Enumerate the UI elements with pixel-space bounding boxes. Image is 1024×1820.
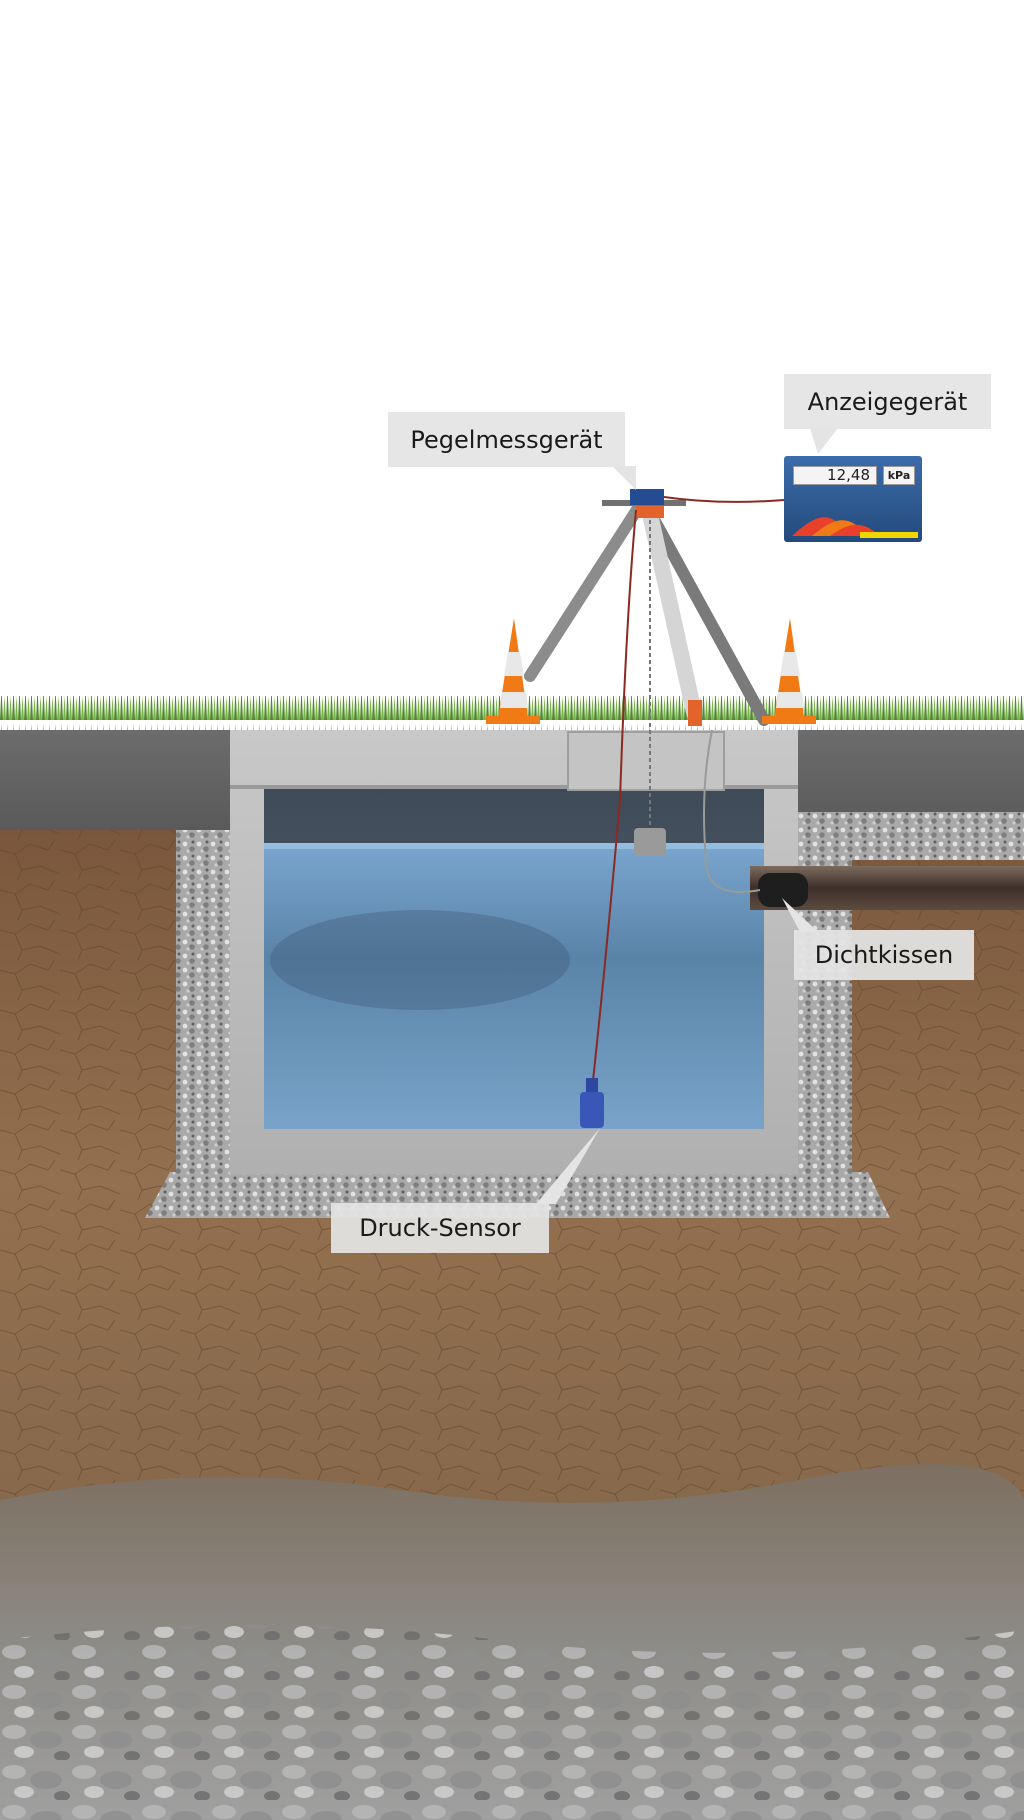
display-unit-label: kPa [883,466,915,485]
plumb-weight [634,828,666,856]
tripod-leg-front [640,497,702,720]
tripod-leg-right [640,499,770,726]
cushion-hose [703,729,761,893]
shaft-opening [567,731,725,791]
pressure-sensor [580,1092,604,1128]
seal-cushion [758,873,808,907]
label-pressure-sensor: Druck-Sensor [331,1203,549,1253]
sensor-cable [591,509,637,1091]
gravel-backfill-left [176,830,232,1172]
traffic-cone-right [762,618,816,724]
water-surface [264,843,764,849]
stone-layer [0,1625,1024,1820]
traffic-cone-left [486,618,540,724]
tripod-clamp [636,506,664,518]
pointer-seal-cushion [782,898,818,932]
label-level-gauge: Pegelmessgerät [388,412,625,467]
gravel-trench [798,812,1024,980]
display-cable [663,496,785,503]
tripod-leg-left [524,499,646,682]
pressure-sensor-neck [586,1078,598,1094]
water-shadow [270,910,570,1010]
pointer-display-unit [810,428,838,454]
shaft-lid-joint [230,785,798,789]
level-gauge-box [630,489,664,505]
water-body [264,843,764,1129]
label-display-unit: Anzeigegerät [784,374,991,429]
label-seal-cushion: Dichtkissen [794,930,974,980]
gravel-backfill-right [798,980,852,1172]
pointer-pressure-sensor [536,1128,600,1204]
display-value: 12,48 [793,466,877,485]
tripod-foot [688,700,702,726]
pointer-level-gauge [612,466,636,490]
